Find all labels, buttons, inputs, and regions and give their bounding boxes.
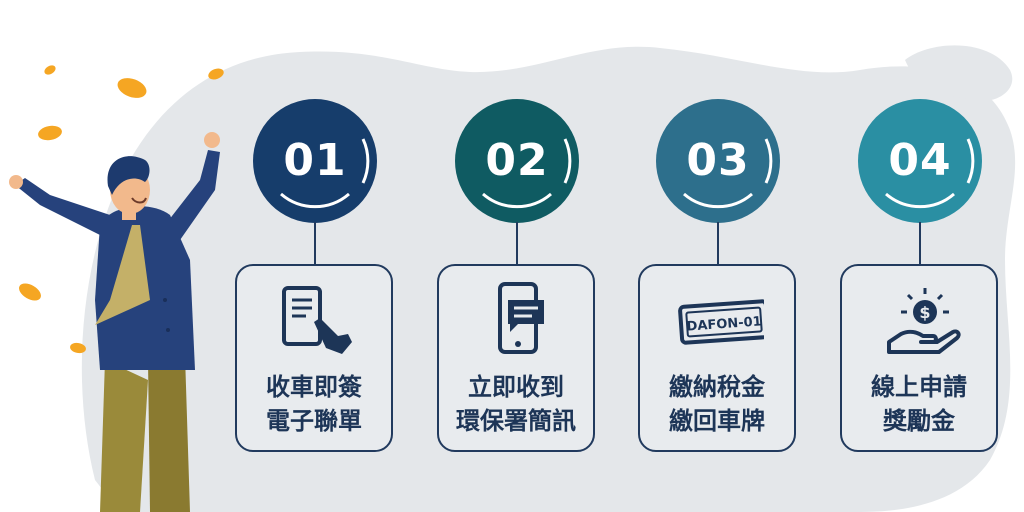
coin-icon	[117, 78, 147, 98]
step-caption: 繳納稅金 繳回車牌	[640, 370, 794, 438]
connector-line	[919, 222, 921, 266]
step-number: 03	[686, 135, 750, 186]
coin-icon	[70, 342, 86, 354]
step-1: 01 收車即簽 電子聯單	[233, 0, 403, 512]
step-card: $ 線上申請 獎勵金	[840, 264, 998, 452]
coin-icon	[19, 283, 41, 301]
license-plate-icon: DAFON-01	[678, 299, 764, 345]
caption-line-1: 立即收到	[468, 373, 564, 401]
step-number-badge	[253, 99, 377, 223]
step-number-badge	[656, 99, 780, 223]
badge-arc-decoration	[280, 138, 370, 209]
step-caption: 立即收到 環保署簡訊	[439, 370, 593, 438]
step-number: 01	[283, 135, 347, 186]
caption-line-2: 繳回車牌	[669, 407, 765, 435]
plate-text: DAFON-01	[686, 314, 762, 334]
step-2: 02 立即收到 環保署簡訊	[435, 0, 605, 512]
caption-line-1: 繳納稅金	[669, 373, 765, 401]
coin-icon	[208, 68, 224, 80]
step-number-badge	[455, 99, 579, 223]
caption-line-1: 收車即簽	[266, 373, 362, 401]
step-3: 03 DAFON-01 繳納稅金 繳回車牌	[636, 0, 806, 512]
badge-arc-decoration	[482, 138, 572, 209]
step-caption: 線上申請 獎勵金	[842, 370, 996, 438]
connector-line	[717, 222, 719, 266]
step-card: 立即收到 環保署簡訊	[437, 264, 595, 452]
caption-line-2: 電子聯單	[266, 407, 362, 435]
phone-message-icon	[498, 282, 544, 354]
svg-text:$: $	[919, 303, 930, 322]
step-number-badge	[858, 99, 982, 223]
caption-line-2: 獎勵金	[883, 407, 955, 435]
step-4: 04 $ 線上申請 獎勵金	[838, 0, 1008, 512]
coin-icon	[38, 125, 62, 141]
coin-icon	[44, 65, 56, 75]
step-card: DAFON-01 繳納稅金 繳回車牌	[638, 264, 796, 452]
step-number: 02	[485, 135, 549, 186]
celebrating-man-illustration	[9, 65, 224, 512]
badge-arc-decoration	[683, 138, 773, 209]
caption-line-2: 環保署簡訊	[456, 407, 576, 435]
step-card: 收車即簽 電子聯單	[235, 264, 393, 452]
hand-coin-icon: $	[887, 288, 961, 354]
caption-line-1: 線上申請	[871, 373, 967, 401]
step-caption: 收車即簽 電子聯單	[237, 370, 391, 438]
tablet-sign-icon	[282, 286, 352, 354]
connector-line	[516, 222, 518, 266]
step-number: 04	[888, 135, 952, 186]
connector-line	[314, 222, 316, 266]
badge-arc-decoration	[885, 138, 975, 209]
